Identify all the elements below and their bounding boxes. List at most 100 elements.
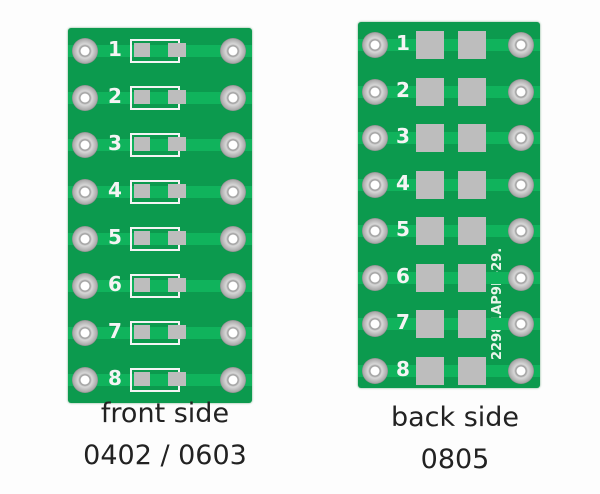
pin-number: 3 [396, 124, 410, 148]
right-hole [220, 273, 246, 299]
left-hole [362, 171, 388, 198]
trace [358, 364, 540, 377]
left-hole [72, 273, 98, 299]
pad [416, 217, 444, 245]
pad [168, 184, 186, 198]
right-hole [220, 320, 246, 346]
left-hole [362, 264, 388, 291]
trace [358, 132, 540, 144]
pad [458, 356, 486, 385]
left-hole [72, 320, 98, 346]
pad [458, 170, 486, 199]
trace [68, 327, 252, 339]
left-hole [72, 226, 98, 252]
pad [416, 124, 444, 152]
pin-number: 1 [108, 37, 122, 61]
pad [168, 231, 186, 245]
left-hole [72, 179, 98, 205]
trace [358, 271, 540, 284]
pad [134, 43, 150, 57]
pad [168, 137, 186, 151]
back-side-board: 22981AP9B-29. 1 2 3 4 5 6 7 8 [358, 22, 540, 388]
left-hole [72, 367, 98, 393]
left-hole [72, 38, 98, 64]
right-hole [508, 78, 534, 105]
pad [416, 263, 444, 292]
pad [134, 231, 150, 245]
left-hole [72, 85, 98, 111]
left-hole [362, 125, 388, 151]
trace [68, 233, 252, 245]
trace [68, 139, 252, 151]
trace [68, 45, 252, 57]
trace [358, 39, 540, 51]
back-caption-line1: back side [390, 402, 520, 433]
pad [416, 170, 444, 199]
pad [458, 124, 486, 152]
pin-number: 2 [108, 84, 122, 108]
trace [68, 186, 252, 198]
pin-number: 4 [396, 170, 410, 195]
pin-number: 7 [396, 310, 410, 334]
pad [416, 31, 444, 59]
right-hole [220, 38, 246, 64]
front-caption-line1: front side [100, 398, 230, 429]
trace [358, 225, 540, 237]
pad [168, 372, 186, 386]
pad [416, 310, 444, 338]
right-hole [508, 357, 534, 384]
trace [68, 280, 252, 292]
right-hole [220, 85, 246, 111]
pad [134, 184, 150, 198]
pad [134, 325, 150, 339]
right-hole [508, 171, 534, 198]
pin-number: 2 [396, 77, 410, 102]
pad [458, 217, 486, 245]
pad [134, 90, 150, 104]
trace [68, 92, 252, 104]
back-caption-line2: 0805 [420, 444, 490, 475]
pin-number: 6 [108, 272, 122, 296]
pad [134, 372, 150, 386]
pin-number: 5 [396, 217, 410, 241]
pad [458, 31, 486, 59]
right-hole [508, 218, 534, 244]
trace [68, 374, 252, 386]
pad [134, 278, 150, 292]
trace [358, 178, 540, 191]
board-silkscreen-code: 22981AP9B-29. [490, 247, 505, 360]
pin-number: 5 [108, 225, 122, 249]
pad [416, 77, 444, 106]
pad [168, 43, 186, 57]
pin-number: 6 [396, 263, 410, 288]
pin-number: 4 [108, 178, 122, 202]
pin-number: 8 [108, 366, 122, 390]
left-hole [362, 357, 388, 384]
pin-number: 8 [396, 356, 410, 381]
pad [168, 278, 186, 292]
pad [458, 263, 486, 292]
front-side-board: 1 2 3 4 5 6 7 8 [68, 28, 252, 403]
right-hole [220, 367, 246, 393]
left-hole [362, 218, 388, 244]
pad [458, 77, 486, 106]
left-hole [362, 78, 388, 105]
pin-number: 3 [108, 131, 122, 155]
pad [416, 356, 444, 385]
left-hole [72, 132, 98, 158]
right-hole [508, 125, 534, 151]
right-hole [220, 179, 246, 205]
pin-number: 1 [396, 31, 410, 55]
left-hole [362, 311, 388, 337]
front-caption-line2: 0402 / 0603 [83, 440, 247, 471]
pin-number: 7 [108, 319, 122, 343]
trace [358, 85, 540, 98]
pad [168, 90, 186, 104]
pad [458, 310, 486, 338]
pad [168, 325, 186, 339]
right-hole [508, 32, 534, 58]
right-hole [220, 226, 246, 252]
trace [358, 318, 540, 330]
right-hole [220, 132, 246, 158]
right-hole [508, 311, 534, 337]
